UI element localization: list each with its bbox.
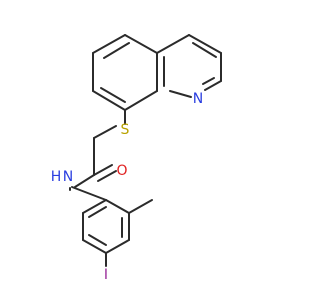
atom-label-amide-hydrogen: H	[51, 169, 62, 185]
bond	[71, 186, 107, 201]
bond	[156, 34, 190, 54]
bond	[202, 77, 215, 85]
bond	[88, 234, 107, 246]
bond	[204, 80, 222, 91]
molecule-drawing: N S O N H I	[51, 34, 222, 283]
bond	[92, 34, 126, 54]
atom-label-oxygen: O	[116, 163, 127, 179]
bond	[169, 90, 192, 98]
bond	[97, 170, 117, 182]
bond	[103, 42, 130, 59]
bond	[82, 239, 107, 254]
bond	[92, 90, 126, 111]
bond	[192, 42, 217, 58]
bond	[105, 199, 130, 214]
bond	[100, 87, 126, 103]
bonds	[69, 34, 222, 267]
bond	[188, 34, 222, 54]
bond	[88, 206, 107, 218]
atom-label-sulfur: S	[121, 122, 130, 138]
bond	[93, 125, 117, 139]
atom-label-amide-nitrogen: N	[63, 169, 73, 185]
atom-label-iodine: I	[104, 267, 108, 283]
bond	[93, 164, 113, 176]
bond	[124, 90, 158, 111]
bond	[82, 199, 107, 214]
atom-label-ring-nitrogen: N	[193, 91, 203, 107]
structure-canvas: N S O N H I	[50, 34, 222, 283]
bond	[74, 174, 95, 188]
atom-labels: N S O N H I	[51, 91, 204, 283]
bond	[128, 199, 153, 214]
bond	[105, 239, 130, 254]
bond	[124, 34, 158, 54]
